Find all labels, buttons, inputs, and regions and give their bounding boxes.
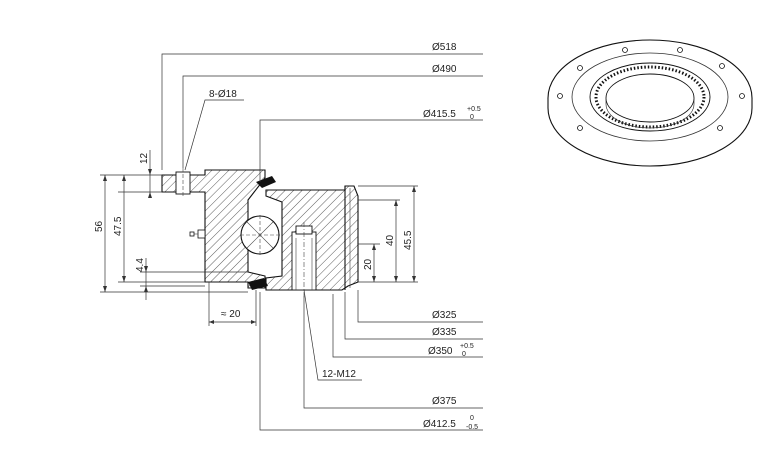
right-dimension-labels: Ø518 Ø490 Ø415.5 +0.5 0 Ø325 Ø335 Ø350 +…: [423, 42, 481, 431]
dim-412-tol-lower: -0.5: [466, 424, 478, 431]
right-dimension-lines: [161, 53, 483, 431]
dim-350: Ø350: [428, 346, 453, 357]
callouts: 8-Ø18 12-M12 ≈ 20: [184, 89, 362, 381]
left-dimension-labels: 56 47.5 12 4.4: [94, 152, 150, 272]
top-seal: [256, 176, 276, 188]
dim-412-tol-upper: 0: [470, 415, 474, 422]
dim-40: 40: [385, 234, 396, 246]
gear-teeth: [594, 65, 706, 129]
dim-415: Ø415.5: [423, 109, 456, 120]
grease-nipple: [189, 229, 206, 239]
holes-callout: 8-Ø18: [209, 89, 237, 100]
inner-dimension-labels: 40 45.5 20: [363, 230, 414, 270]
dim-12: 12: [139, 152, 150, 164]
dim-47-5: 47.5: [113, 216, 124, 236]
dim-350-tol-lower: 0: [462, 351, 466, 358]
rolling-ball: [240, 215, 280, 255]
dim-350-tol-upper: +0.5: [460, 343, 474, 350]
dim-415-tol-upper: +0.5: [467, 106, 481, 113]
dim-45-5: 45.5: [403, 230, 414, 250]
dim-325: Ø325: [432, 310, 457, 321]
threaded-hole: [291, 222, 317, 296]
dim-412: Ø412.5: [423, 419, 456, 430]
dim-490: Ø490: [432, 64, 457, 75]
dim-335: Ø335: [432, 327, 457, 338]
outer-ring-section: [161, 169, 266, 289]
dim-20: 20: [363, 258, 374, 270]
inner-dimension-lines: [358, 185, 418, 283]
bearing-3d-view: [547, 39, 753, 167]
dim-518: Ø518: [432, 42, 457, 53]
dim-375: Ø375: [432, 396, 457, 407]
dim-4-4: 4.4: [135, 258, 146, 272]
threads-callout: 12-M12: [322, 369, 356, 380]
bottom-seal: [248, 278, 268, 290]
width-callout: ≈ 20: [221, 309, 241, 320]
left-dimension-lines: [100, 150, 248, 300]
bearing-cross-section: [161, 168, 359, 296]
dim-56: 56: [94, 220, 105, 232]
dim-415-tol-lower: 0: [470, 114, 474, 121]
